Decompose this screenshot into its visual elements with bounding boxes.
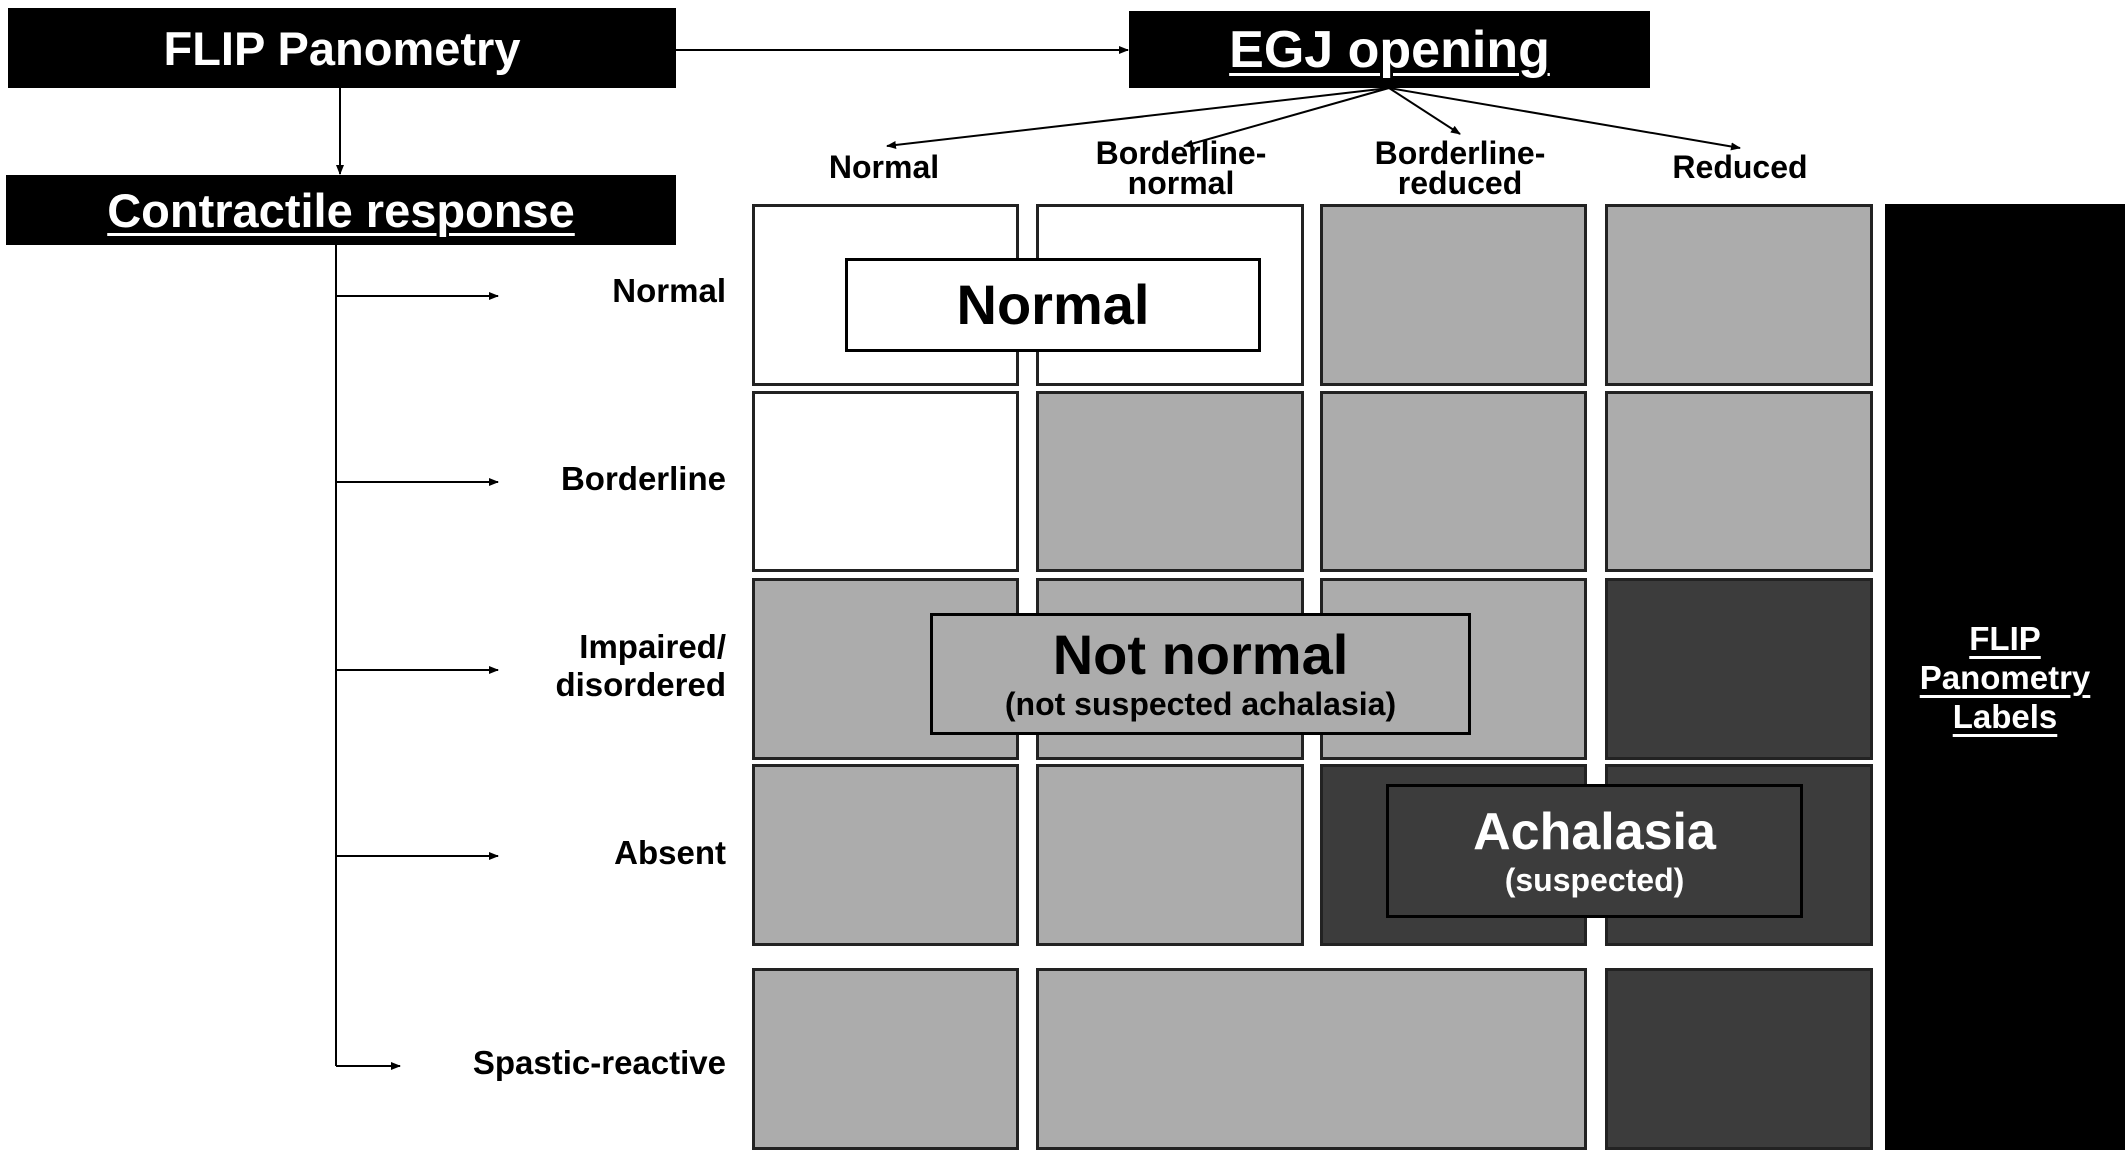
grid-cell xyxy=(1036,968,1587,1150)
column-header-reduced: Reduced xyxy=(1672,149,1808,185)
row-label-absent: Absent xyxy=(614,834,726,871)
grid-cell xyxy=(1036,764,1304,946)
contractile-response-label: Contractile response xyxy=(107,183,575,237)
row-label-impaired-disordered: Impaired/ disordered xyxy=(555,628,726,703)
row-label-normal: Normal xyxy=(612,272,726,309)
grid-cell xyxy=(1320,391,1587,572)
column-header-normal: Normal xyxy=(828,149,940,185)
grid-cell xyxy=(1320,204,1587,386)
not-normal-outcome-title: Not normal xyxy=(1052,623,1349,686)
not-normal-outcome-box: Not normal (not suspected achalasia) xyxy=(930,613,1471,735)
grid-cell xyxy=(1036,391,1304,572)
grid-cell xyxy=(752,968,1019,1150)
achalasia-outcome-subtitle: (suspected) xyxy=(1504,862,1685,898)
grid-cell xyxy=(752,764,1019,946)
side-panel-line-1: FLIP xyxy=(1969,619,2041,657)
flip-panometry-box: FLIP Panometry xyxy=(8,8,676,88)
normal-outcome-box: Normal xyxy=(845,258,1261,352)
flip-panometry-label: FLIP Panometry xyxy=(163,21,521,75)
row-label-borderline: Borderline xyxy=(560,460,726,497)
contractile-response-box: Contractile response xyxy=(6,175,676,245)
flip-panometry-labels-panel: FLIP Panometry Labels xyxy=(1885,204,2125,1150)
row-label-spastic-reactive: Spastic-reactive xyxy=(472,1044,726,1081)
side-panel-line-2: Panometry xyxy=(1919,658,2091,696)
grid-cell xyxy=(752,391,1019,572)
grid-cell xyxy=(1605,391,1873,572)
achalasia-outcome-box: Achalasia (suspected) xyxy=(1386,784,1803,918)
egj-opening-label: EGJ opening xyxy=(1229,20,1550,79)
not-normal-outcome-subtitle: (not suspected achalasia) xyxy=(1004,686,1397,722)
grid-cell xyxy=(1605,968,1873,1150)
arrow-egj-to-borderline-reduced xyxy=(1388,87,1461,135)
arrow-egj-to-normal xyxy=(886,87,1390,149)
egj-opening-box: EGJ opening xyxy=(1129,11,1650,88)
arrow-egj-to-borderline-normal xyxy=(1183,87,1390,148)
side-panel-line-3: Labels xyxy=(1952,697,2058,735)
normal-outcome-title: Normal xyxy=(956,273,1150,336)
grid-cell xyxy=(1605,578,1873,760)
achalasia-outcome-title: Achalasia xyxy=(1473,803,1716,861)
column-header-borderline-normal: Borderline- normal xyxy=(1095,135,1267,201)
arrow-egj-to-reduced xyxy=(1388,87,1741,151)
grid-cell xyxy=(1605,204,1873,386)
column-header-borderline-reduced: Borderline- reduced xyxy=(1374,135,1546,201)
